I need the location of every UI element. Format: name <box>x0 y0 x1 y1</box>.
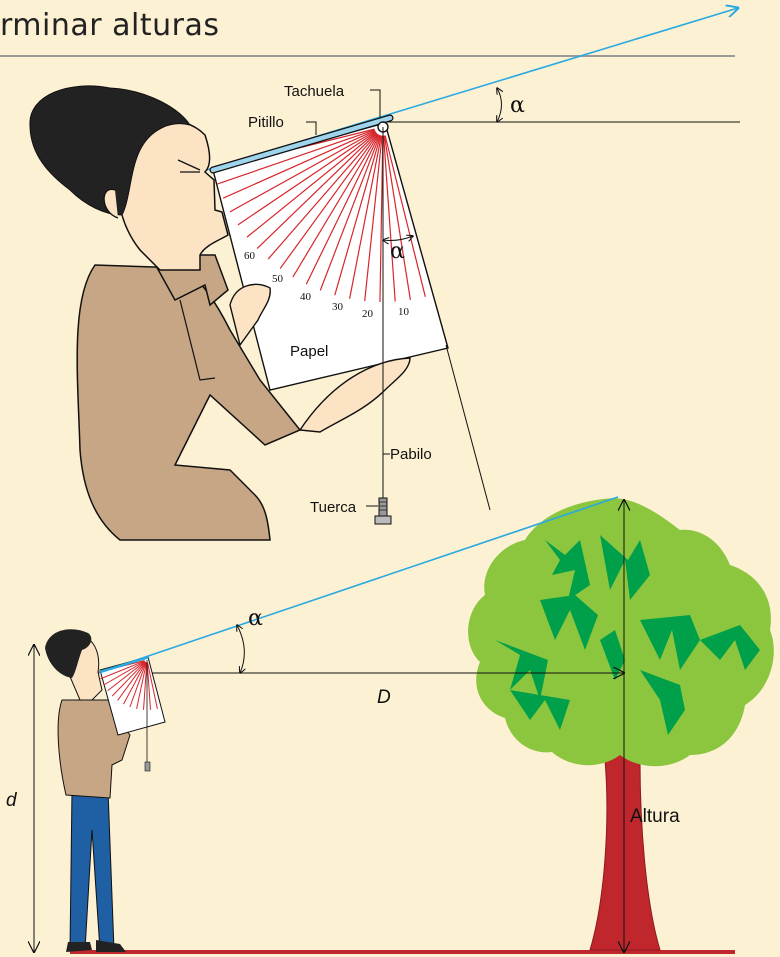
eye-height-label: d <box>6 790 18 811</box>
wick-label: Pabilo <box>390 446 432 463</box>
tick-label-10: 10 <box>398 306 410 318</box>
tack-callout <box>370 90 380 118</box>
tick-label-40: 40 <box>300 291 312 303</box>
nut-bottom <box>145 762 150 771</box>
paper-label: Papel <box>290 343 328 360</box>
tick-label-20: 20 <box>362 308 374 320</box>
alpha-label-top: α <box>510 93 525 118</box>
tick-label-50: 50 <box>272 273 284 285</box>
straw-label: Pitillo <box>248 114 284 131</box>
distance-label: D <box>377 687 391 708</box>
tick-label-30: 30 <box>332 301 344 313</box>
nut-label: Tuerca <box>310 499 357 516</box>
angle-arc-top <box>497 88 502 122</box>
alpha-label-inner: α <box>390 239 405 264</box>
alpha-label-bottom: α <box>248 606 263 631</box>
straw-callout <box>306 122 316 135</box>
nut-top <box>375 498 391 524</box>
tick-label-60: 60 <box>244 250 256 262</box>
height-label: Altura <box>630 806 680 827</box>
angle-arc-bottom <box>237 625 244 673</box>
paper-edge-extension <box>446 345 490 510</box>
small-person-legs <box>70 790 114 950</box>
small-person <box>45 629 165 952</box>
tack-label: Tachuela <box>284 83 345 100</box>
